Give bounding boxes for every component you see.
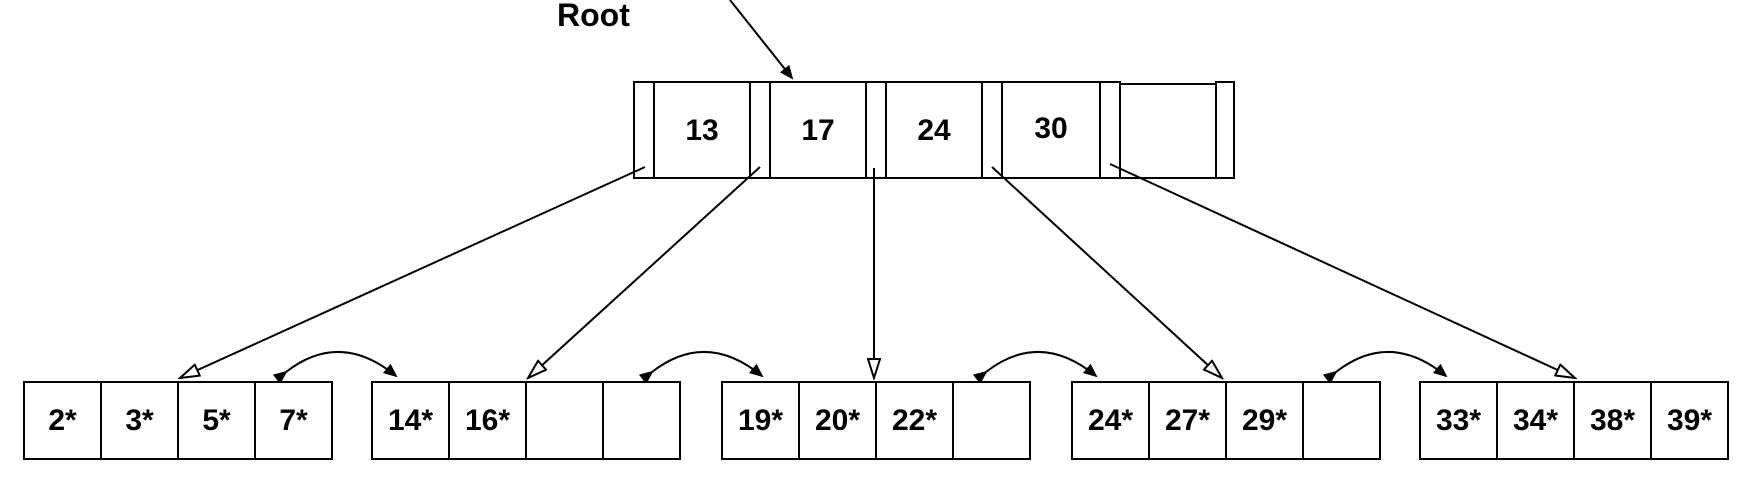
leaf-cell xyxy=(448,381,527,460)
leaf-entry: 20* xyxy=(815,404,860,437)
leaf-cell xyxy=(952,381,1031,460)
leaf-entry: 16* xyxy=(465,404,510,437)
leaf-entry: 24* xyxy=(1088,404,1133,437)
leaf-entry: 7* xyxy=(279,404,308,437)
leaf-sibling-link-0 xyxy=(272,351,398,385)
leaf-cell xyxy=(721,381,800,460)
leaf-node-1: 14* 16* xyxy=(371,381,681,460)
leaf-entry: 2* xyxy=(48,404,77,437)
leaf-cell xyxy=(1650,381,1729,460)
leaf-sibling-link-1 xyxy=(638,351,764,385)
root-pointer-slot-0 xyxy=(633,81,655,179)
root-pointer-slot-1 xyxy=(749,81,771,179)
leaf-cell xyxy=(1419,381,1498,460)
root-key-cell-4 xyxy=(1119,83,1217,179)
leaf-cell xyxy=(177,381,256,460)
root-pointer-slot-2 xyxy=(865,81,887,179)
leaf-cell xyxy=(602,381,681,460)
root-key-0: 13 xyxy=(685,114,718,147)
leaf-node-0: 2* 3* 5* 7* xyxy=(23,381,333,460)
root-pointer-slot-5 xyxy=(1215,81,1235,179)
leaf-entry: 3* xyxy=(125,404,154,437)
root-key-1: 17 xyxy=(801,114,834,147)
leaf-cell xyxy=(1225,381,1304,460)
leaf-node-2: 19* 20* 22* xyxy=(721,381,1031,460)
leaf-entry: 27* xyxy=(1165,404,1210,437)
root-key-2: 24 xyxy=(917,114,951,147)
leaf-cell xyxy=(1071,381,1150,460)
root-label: Root xyxy=(557,0,630,33)
root-index-node: 13 17 24 30 xyxy=(633,81,1235,179)
leaf-entry: 22* xyxy=(892,404,937,437)
leaf-entry: 5* xyxy=(202,404,231,437)
root-key-cell-1 xyxy=(769,81,867,179)
root-entry-arrow xyxy=(729,0,794,80)
leaf-entry: 29* xyxy=(1242,404,1287,437)
root-key-cell-2 xyxy=(885,81,983,179)
leaf-level: 2* 3* 5* 7* 14* 16* 19* 20* 22* 24* 27* 29* 33* 34* 38… xyxy=(23,381,1729,460)
root-pointer-slot-4 xyxy=(1099,81,1121,179)
leaf-cell xyxy=(798,381,877,460)
leaf-entry: 19* xyxy=(738,404,783,437)
leaf-entry: 39* xyxy=(1667,404,1712,437)
leaf-entry: 14* xyxy=(388,404,433,437)
child-pointer-1 xyxy=(528,166,761,378)
leaf-sibling-link-2 xyxy=(972,351,1098,385)
child-pointer-0 xyxy=(180,166,646,378)
leaf-cell xyxy=(254,381,333,460)
leaf-cell xyxy=(525,381,604,460)
leaf-entry: 34* xyxy=(1513,404,1558,437)
leaf-entry: 38* xyxy=(1590,404,1635,437)
root-key-cell-0 xyxy=(653,81,751,179)
leaf-entry: 33* xyxy=(1436,404,1481,437)
leaf-node-4: 33* 34* 38* 39* xyxy=(1419,381,1729,460)
leaf-node-3: 24* 27* 29* xyxy=(1071,381,1381,460)
leaf-cell xyxy=(371,381,450,460)
leaf-cell xyxy=(100,381,179,460)
leaf-cell xyxy=(1302,381,1381,460)
child-pointer-3 xyxy=(991,166,1222,378)
root-key-3: 30 xyxy=(1034,112,1067,145)
leaf-cell xyxy=(1148,381,1227,460)
child-pointer-4 xyxy=(1109,163,1575,378)
root-pointer-slot-3 xyxy=(981,81,1003,179)
leaf-sibling-link-3 xyxy=(1322,351,1448,385)
